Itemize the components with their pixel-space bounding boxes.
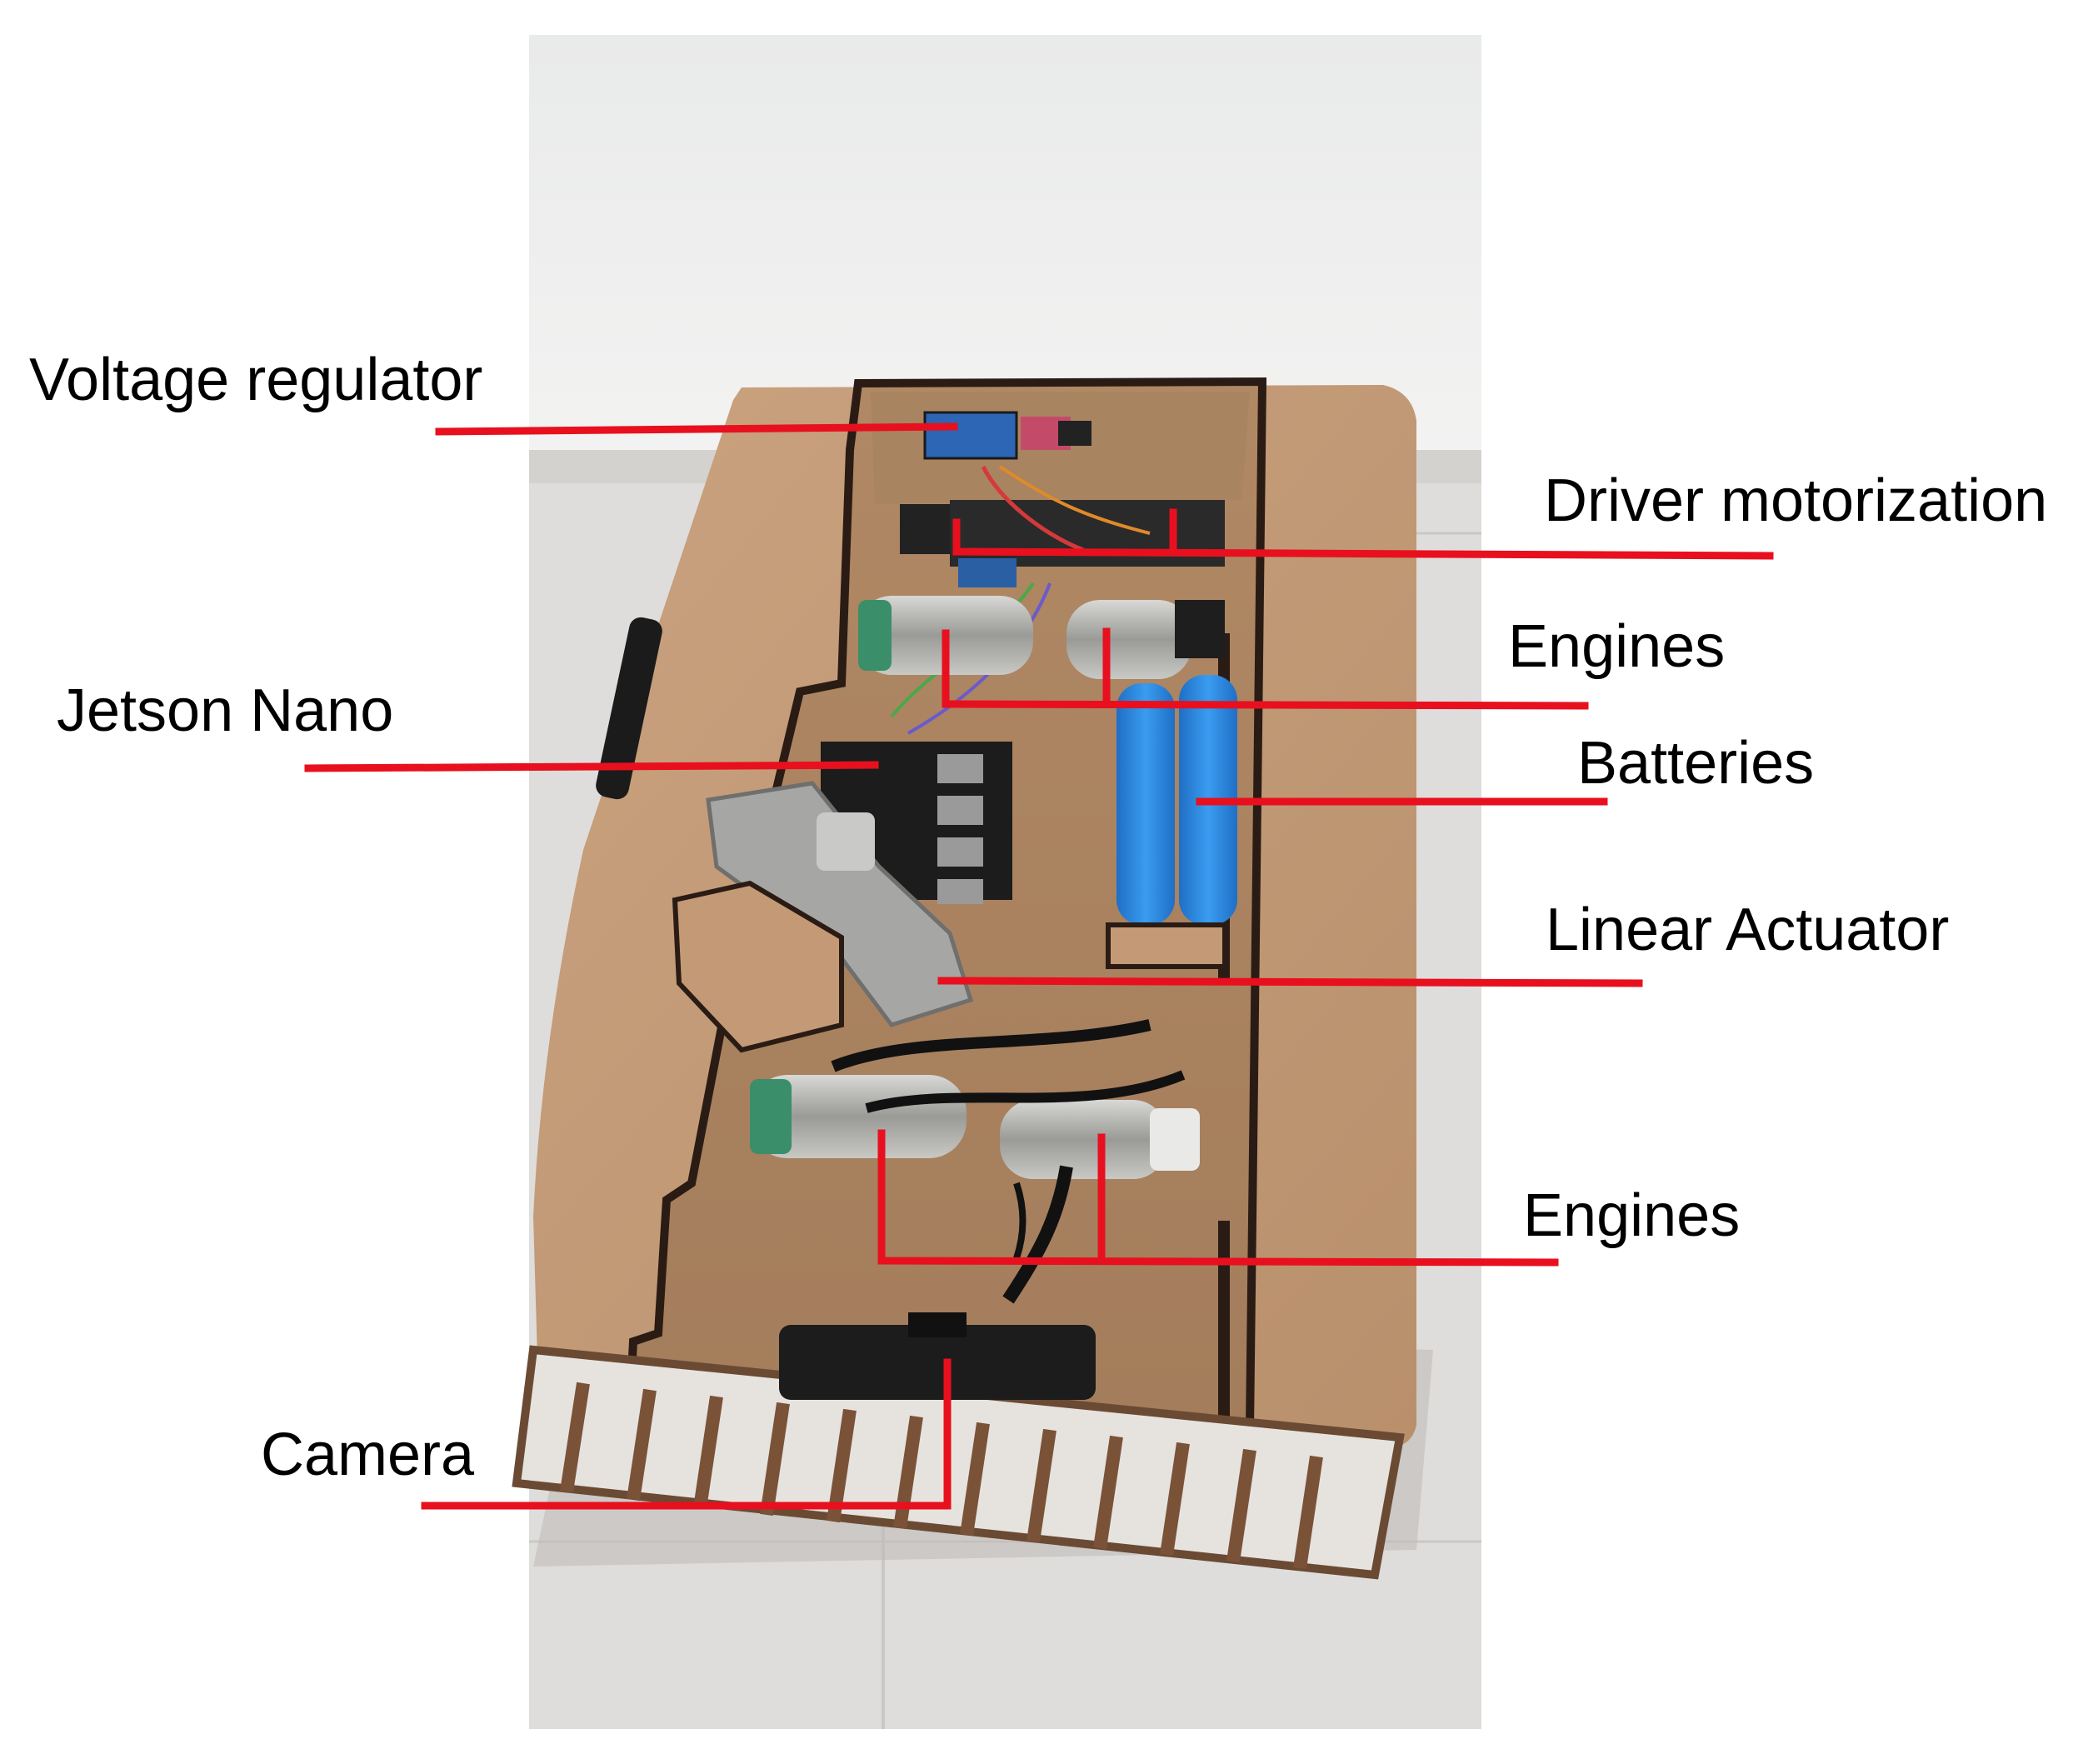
engine-bottom-right xyxy=(1000,1100,1166,1179)
robot-photograph xyxy=(512,35,1481,1729)
leader-driver-motorization xyxy=(952,508,1774,560)
leader-engines-top xyxy=(942,627,1589,710)
callout-labels: Voltage regulator Driver motorization En… xyxy=(29,347,2047,1488)
label-driver-motorization: Driver motorization xyxy=(1544,467,2047,534)
driver-board xyxy=(950,500,1225,567)
leader-lines xyxy=(304,422,1774,1510)
front-grille xyxy=(512,1345,1405,1580)
engine-top-right xyxy=(1066,600,1191,679)
label-engines-bottom: Engines xyxy=(1523,1182,1740,1249)
label-camera: Camera xyxy=(261,1422,475,1488)
label-linear-actuator: Linear Actuator xyxy=(1546,897,1949,963)
battery-left xyxy=(1116,683,1175,925)
label-voltage-regulator: Voltage regulator xyxy=(29,347,482,413)
leader-linear-actuator xyxy=(937,977,1643,987)
leader-camera xyxy=(421,1358,952,1510)
label-jetson-nano: Jetson Nano xyxy=(57,677,393,744)
leader-engines-bottom xyxy=(877,1129,1559,1267)
camera-shape xyxy=(779,1325,1096,1400)
leader-voltage-regulator xyxy=(435,422,958,436)
label-batteries: Batteries xyxy=(1577,730,1814,797)
leader-jetson-nano xyxy=(304,761,879,772)
voltage-regulator-board xyxy=(923,411,1018,460)
label-engines-top: Engines xyxy=(1508,613,1725,680)
